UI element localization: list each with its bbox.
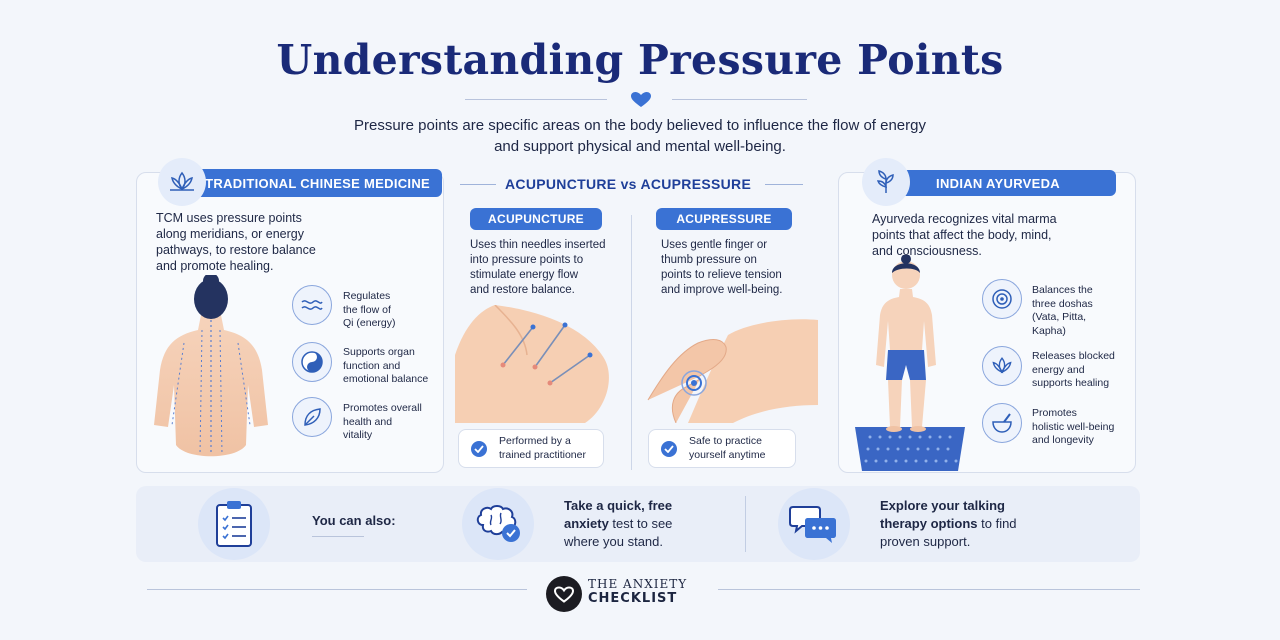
acupuncture-label: ACUPUNCTURE <box>470 208 602 230</box>
leaf-icon <box>304 408 321 426</box>
brain-check-icon <box>476 505 520 542</box>
heart-icon <box>631 92 651 107</box>
plant-icon <box>876 170 894 193</box>
brand-heart-icon <box>554 585 574 603</box>
anxiety-test-link[interactable]: Take a quick, free anxiety test to see w… <box>564 498 673 549</box>
clipboard-icon <box>216 501 252 547</box>
footer-line-left <box>147 589 527 590</box>
lotus-badge <box>158 158 206 206</box>
acupuncture-illustration <box>455 305 609 423</box>
tcm-feature-3-icon <box>292 397 332 437</box>
you-can-also-underline <box>312 536 364 537</box>
ayurveda-label: INDIAN AYURVEDA <box>880 170 1116 196</box>
ayurveda-feature-1-icon <box>982 279 1022 319</box>
check-icon <box>661 440 677 457</box>
tcm-label: TRADITIONAL CHINESE MEDICINE <box>170 169 442 197</box>
bottom-bar <box>136 486 1140 562</box>
brand-logo <box>546 576 582 612</box>
chat-bubbles-icon <box>789 506 836 543</box>
tcm-feature-2-icon <box>292 342 332 382</box>
bottom-divider <box>745 496 746 552</box>
comparison-title: ACUPUNCTURE vs ACUPRESSURE <box>505 176 752 192</box>
mid-title-line-left <box>460 184 496 185</box>
back-illustration <box>154 275 268 457</box>
page-title: Understanding Pressure Points <box>276 36 1004 84</box>
target-icon <box>992 289 1012 309</box>
footer-line-right <box>718 589 1140 590</box>
lotus-icon <box>170 171 194 191</box>
therapy-options-link[interactable]: Explore your talking therapy options to … <box>880 498 1017 549</box>
title-divider-right <box>672 99 807 100</box>
mid-title-line-right <box>765 184 803 185</box>
acupressure-label: ACUPRESSURE <box>656 208 792 230</box>
title-divider-left <box>465 99 607 100</box>
ayurveda-feature-2-icon <box>982 346 1022 386</box>
brand-wordmark: THE ANXIETY CHECKLIST <box>588 577 688 606</box>
checklist-badge <box>198 488 270 560</box>
mortar-icon <box>992 413 1012 433</box>
yin-yang-icon <box>301 351 323 373</box>
ayurveda-feature-3-icon <box>982 403 1022 443</box>
standing-figure-illustration <box>855 255 965 471</box>
tcm-feature-1-icon <box>292 285 332 325</box>
intro-text: Pressure points are specific areas on th… <box>353 117 926 155</box>
wave-icon <box>301 300 323 310</box>
lotus-icon <box>992 357 1012 374</box>
you-can-also-label: You can also: <box>312 513 396 528</box>
comparison-divider <box>631 215 632 470</box>
plant-badge <box>862 158 910 206</box>
acupressure-illustration <box>647 319 818 423</box>
anxiety-test-icon-button[interactable] <box>462 488 534 560</box>
check-icon <box>471 440 487 457</box>
therapy-options-icon-button[interactable] <box>778 488 850 560</box>
